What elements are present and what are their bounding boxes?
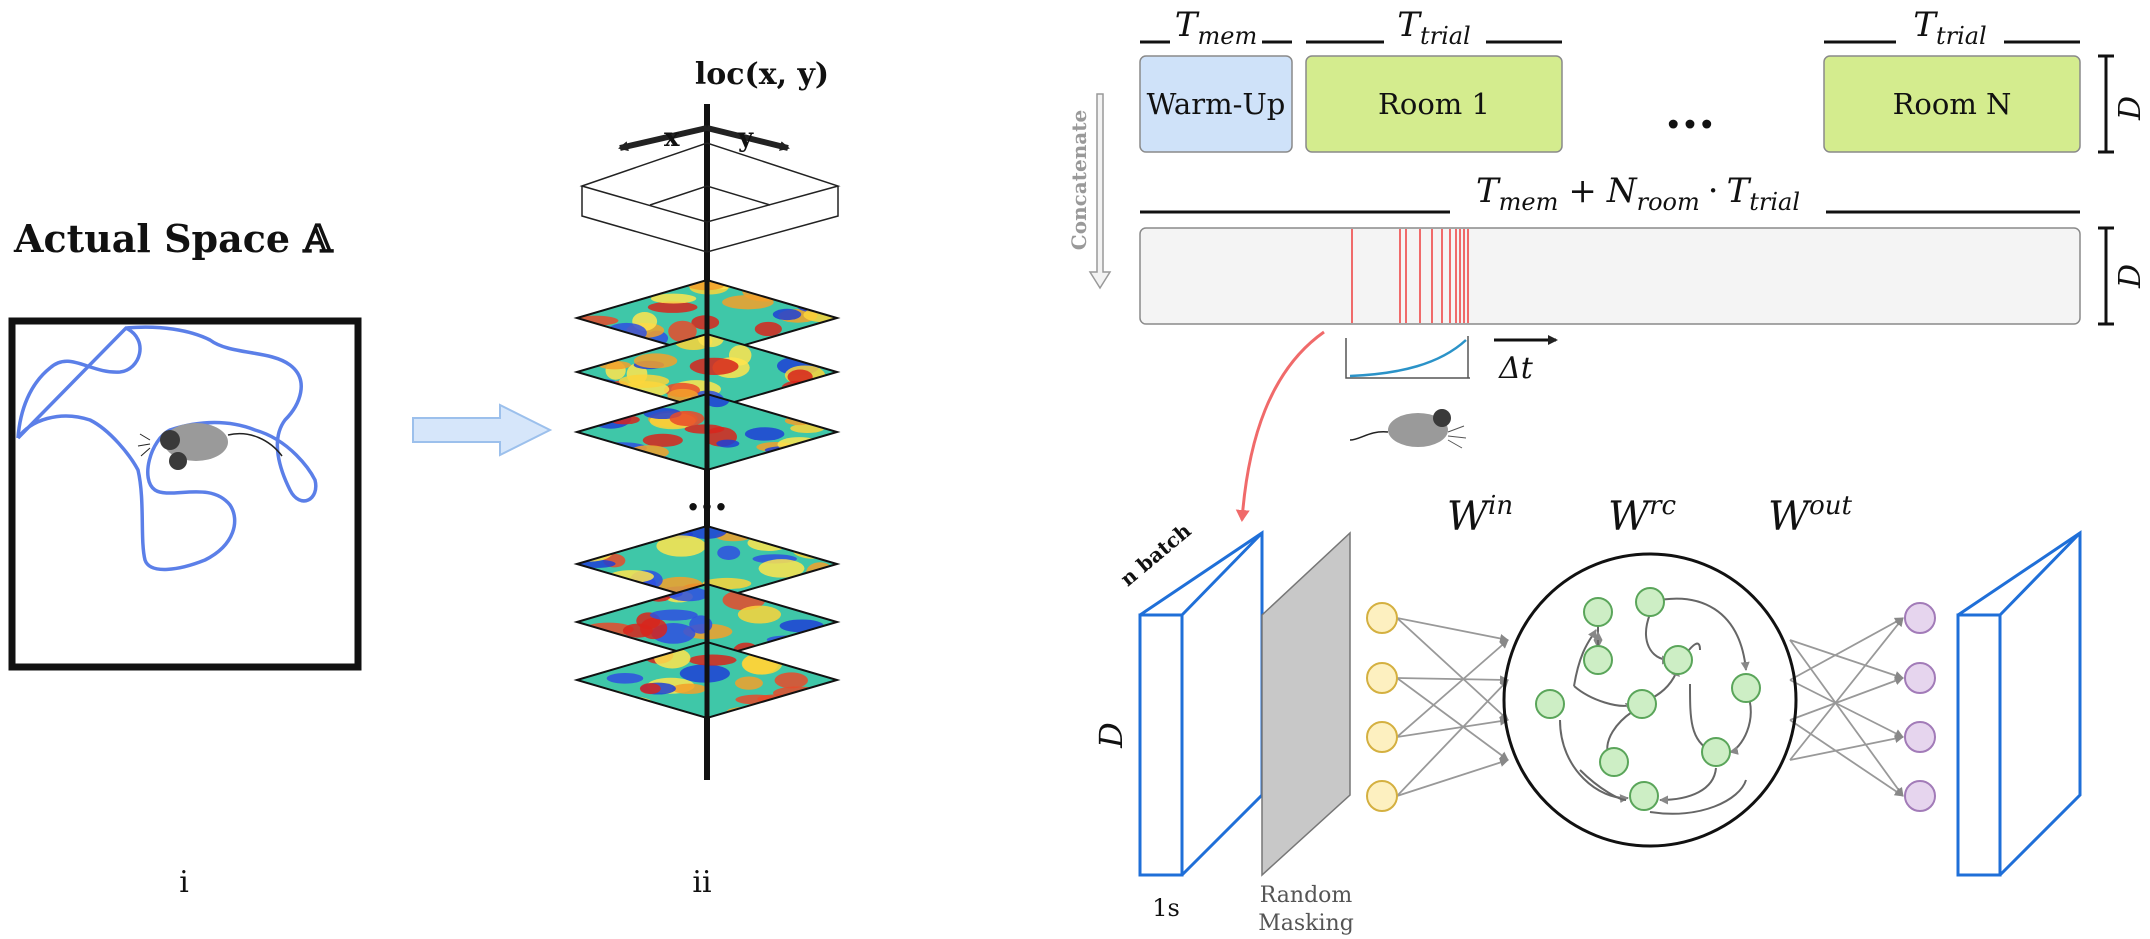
- input-connection: [1396, 716, 1509, 738]
- output-node: [1904, 602, 1936, 634]
- w-in-label: Win: [1447, 491, 1513, 540]
- reservoir-nodes: [1535, 587, 1761, 811]
- output-connection: [1789, 734, 1904, 761]
- output-node: [1904, 780, 1936, 812]
- network: n batch D 1s Random Masking Win Wrc Wout: [1092, 491, 2082, 936]
- d-label-bottom: D: [2113, 264, 2148, 289]
- network-connections: [1396, 617, 1904, 797]
- input-nodes: [1366, 602, 1398, 812]
- spike-marks: [1351, 229, 1469, 323]
- input-connection: [1396, 677, 1509, 761]
- input-connection: [1396, 679, 1509, 797]
- reservoir-node: [1635, 587, 1665, 617]
- warmup-label: Warm-Up: [1147, 87, 1286, 121]
- reservoir-node: [1599, 747, 1629, 777]
- reservoir-node: [1731, 673, 1761, 703]
- heatmap-layer: [573, 640, 841, 720]
- w-rc-label: Wrc: [1608, 491, 1677, 540]
- output-connection: [1789, 639, 1904, 797]
- input-connection: [1396, 617, 1509, 643]
- reservoir-node: [1535, 689, 1565, 719]
- room-n-label: Room N: [1893, 87, 2012, 121]
- arena-box: [8, 317, 362, 671]
- output-connection: [1789, 719, 1904, 797]
- output-connection: [1789, 617, 1904, 681]
- reservoir-node: [1701, 737, 1731, 767]
- input-connection: [1396, 675, 1509, 685]
- concatenate-arrow: [1088, 93, 1112, 290]
- mouse-icon: [137, 423, 283, 470]
- input-node: [1366, 721, 1398, 753]
- total-length-formula: Tmem+Nroom·Ttrial: [1476, 171, 1800, 216]
- concatenated-sequence-bar: [1139, 227, 2081, 325]
- recurrent-edges: [1559, 597, 1752, 815]
- n-batch-label: n batch: [1115, 518, 1195, 591]
- reservoir-node: [1629, 781, 1659, 811]
- output-connection: [1789, 617, 1904, 761]
- x-axis-label: x: [664, 123, 680, 153]
- arena-3d-box: [579, 142, 841, 253]
- warmup-block: [1139, 55, 1293, 153]
- rooms-ellipsis: ...: [1665, 84, 1715, 140]
- transform-arrow: [412, 403, 553, 457]
- reservoir-node: [1627, 689, 1657, 719]
- layers-ellipsis: ...: [686, 473, 728, 520]
- sample-arrow: [1235, 330, 1325, 522]
- reservoir-circle: [1502, 552, 1798, 848]
- output-connection: [1789, 639, 1904, 680]
- room-1-block: [1305, 55, 1563, 153]
- output-nodes: [1904, 602, 1936, 812]
- x-axis-arrow: [618, 125, 708, 152]
- panel-ii-label: ii: [692, 865, 711, 900]
- output-connection: [1789, 679, 1904, 738]
- heatmap-layer: [573, 392, 841, 472]
- d-label-top: D: [2113, 96, 2148, 121]
- mouse-small-icon: [1349, 409, 1467, 449]
- input-node: [1366, 780, 1398, 812]
- reservoir-node: [1663, 645, 1693, 675]
- actual-space-title: Actual Space 𝔸: [13, 216, 334, 261]
- output-batch-box: [1956, 530, 2082, 877]
- concatenate-label: Concatenate: [1067, 110, 1091, 250]
- output-node: [1904, 721, 1936, 753]
- input-connection: [1396, 758, 1509, 797]
- panel-ii: loc(x, y) x y ... ii: [573, 57, 841, 900]
- delta-t-label: Δt: [1498, 351, 1534, 386]
- input-node: [1366, 602, 1398, 634]
- input-node: [1366, 662, 1398, 694]
- decay-kernel-inset: [1345, 336, 1470, 379]
- one-second-label: 1s: [1152, 894, 1180, 922]
- reservoir-node: [1583, 597, 1613, 627]
- t-trial-label-1: Ttrial: [1397, 5, 1470, 50]
- timeline: Tmem Ttrial Ttrial Warm-Up Room 1 ... Ro…: [1067, 5, 2148, 522]
- t-mem-label: Tmem: [1175, 5, 1257, 50]
- y-axis-label: y: [737, 123, 754, 153]
- input-batch-box: [1138, 530, 1264, 877]
- panel-i: Actual Space 𝔸 i: [8, 216, 362, 900]
- w-out-label: Wout: [1768, 491, 1853, 540]
- random-masking-label-2: Masking: [1258, 911, 1354, 936]
- t-trial-label-n: Ttrial: [1913, 5, 1986, 50]
- y-axis-arrow: [706, 125, 790, 151]
- loc-axis-title: loc(x, y): [695, 57, 829, 92]
- output-connection: [1789, 676, 1904, 721]
- input-connection: [1396, 617, 1509, 721]
- room-n-block: [1823, 55, 2081, 153]
- random-masking-label-1: Random: [1260, 883, 1353, 908]
- mouse-trajectory: [16, 325, 318, 572]
- input-connection: [1396, 639, 1509, 738]
- input-d-label: D: [1092, 722, 1130, 749]
- room-1-label: Room 1: [1378, 87, 1490, 121]
- panel-i-label: i: [179, 865, 189, 900]
- output-node: [1904, 662, 1936, 694]
- random-mask-plane: [1261, 531, 1351, 877]
- reservoir-node: [1583, 645, 1613, 675]
